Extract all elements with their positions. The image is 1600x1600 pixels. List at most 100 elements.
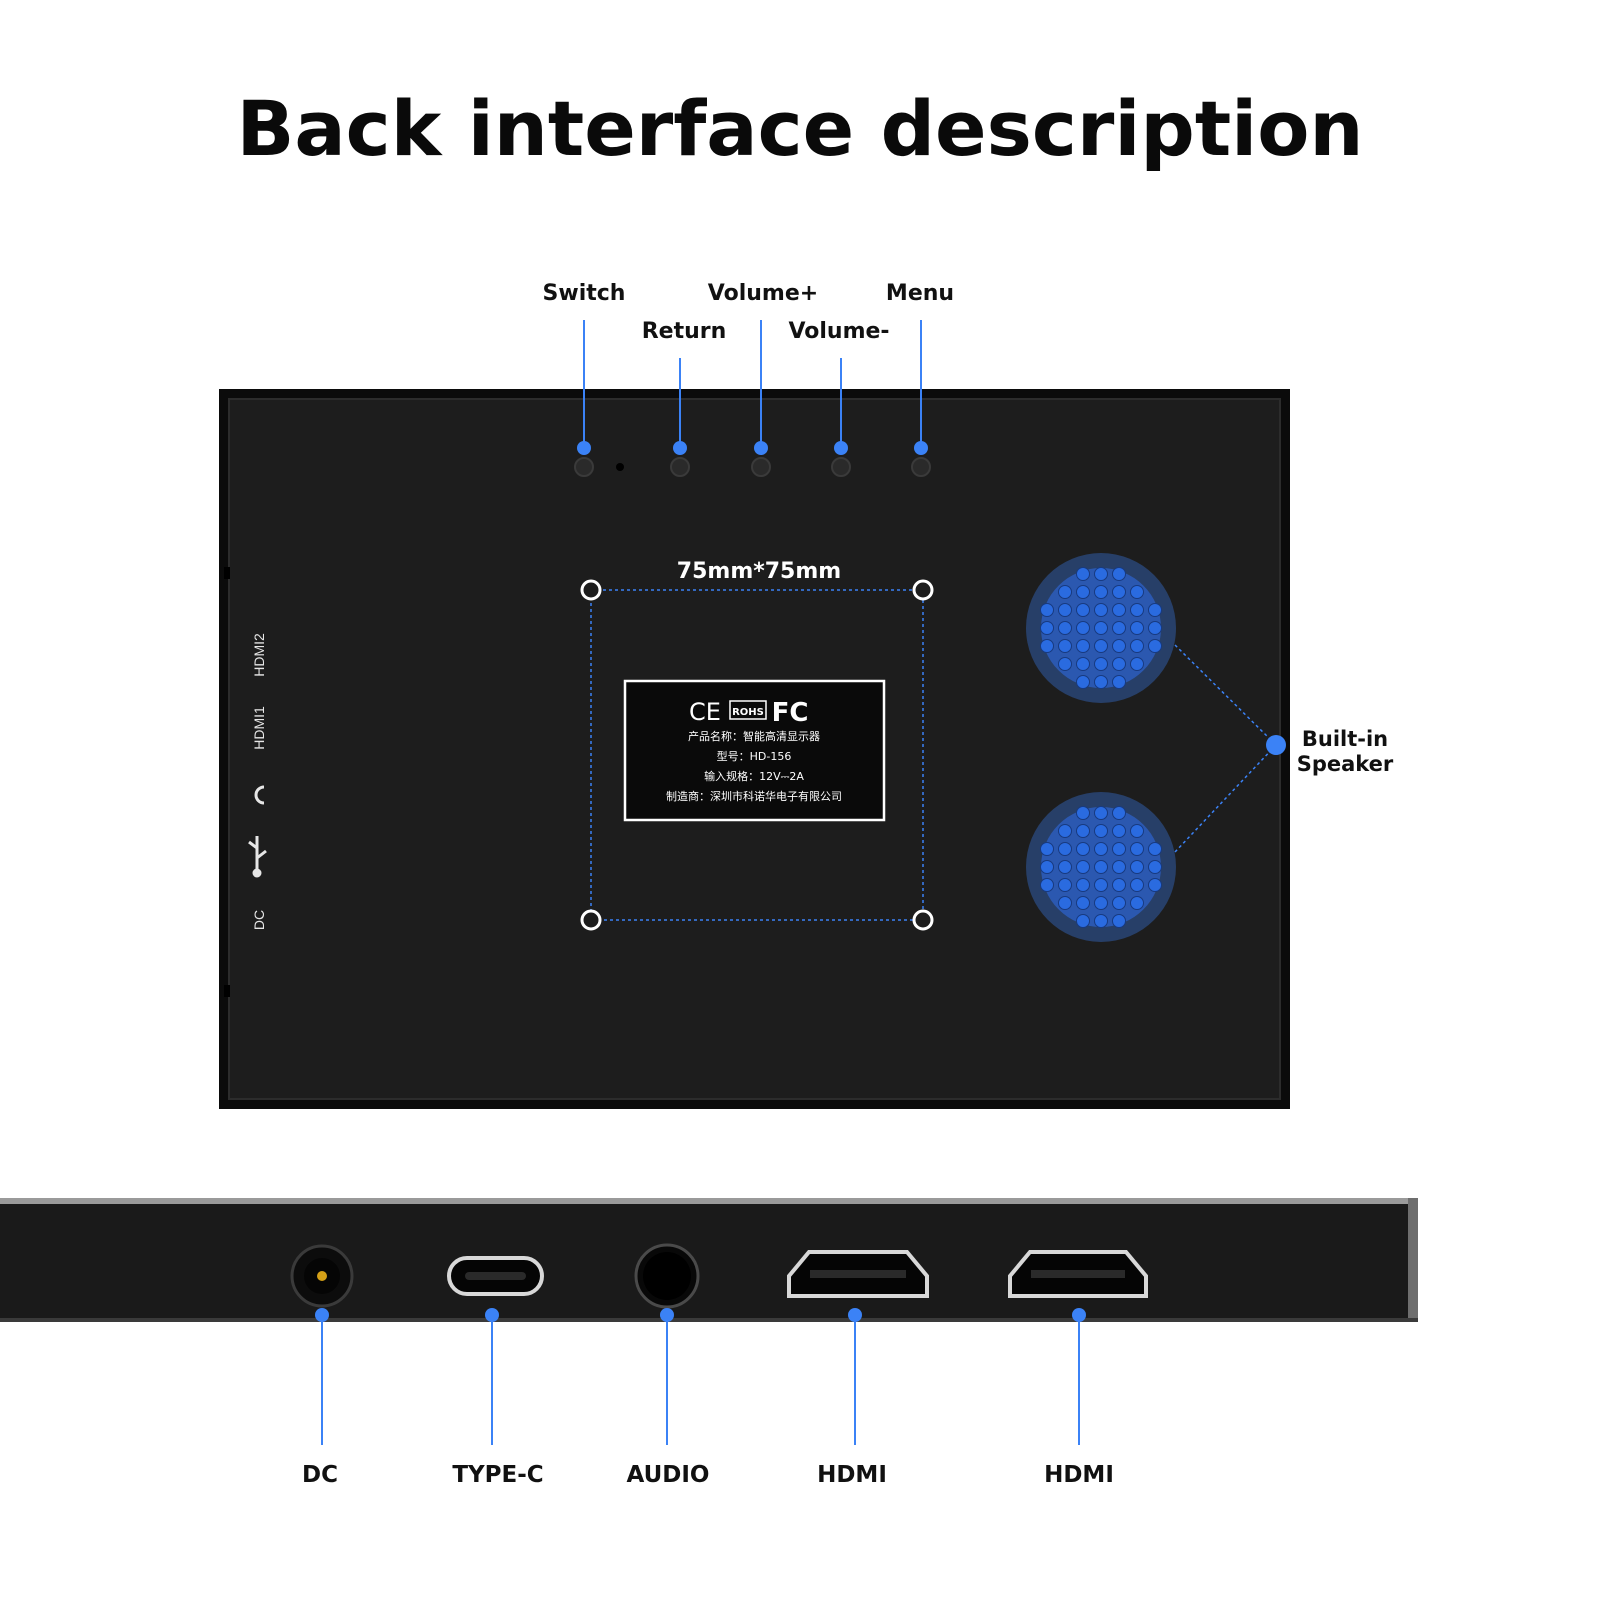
speaker-hole [1076, 824, 1090, 838]
speaker-hole [1130, 621, 1144, 635]
speaker-hole [1076, 806, 1090, 820]
speaker-hole [1148, 842, 1162, 856]
speaker-hole [1112, 806, 1126, 820]
speaker-hole [1076, 914, 1090, 928]
speaker-hole [1112, 621, 1126, 635]
dc-side-label: DC [251, 910, 267, 930]
plate-line: 产品名称：智能高清显示器 [688, 729, 820, 743]
speaker-hole [1130, 639, 1144, 653]
side-ports [290, 1243, 1148, 1309]
speaker-hole [1094, 824, 1108, 838]
speaker-hole [1112, 657, 1126, 671]
speaker-hole [1076, 657, 1090, 671]
return-button-knob[interactable] [670, 457, 690, 477]
speaker-hole [1076, 878, 1090, 892]
speaker-hole [1058, 842, 1072, 856]
hdmi-port-a[interactable] [787, 1250, 929, 1298]
usb-side-icon [248, 836, 267, 878]
vesa-hole [912, 909, 934, 931]
speaker-hole [1058, 657, 1072, 671]
speaker-hole [1094, 585, 1108, 599]
speaker-hole [1094, 842, 1108, 856]
switch-button-knob[interactable] [574, 457, 594, 477]
speaker-hole [1058, 585, 1072, 599]
indicator-led [616, 463, 624, 471]
ce-mark: CE [689, 698, 721, 726]
speaker-hole [1040, 603, 1054, 617]
speaker-hole [1130, 603, 1144, 617]
speaker-hole [1040, 842, 1054, 856]
speaker-hole [1076, 585, 1090, 599]
dc-port-label: DC [302, 1462, 338, 1488]
dc-port[interactable] [290, 1244, 354, 1308]
hdmi2-side-label: HDMI2 [251, 633, 267, 677]
speaker-hole [1094, 639, 1108, 653]
speaker-hole [1148, 878, 1162, 892]
speaker-hole [1094, 860, 1108, 874]
speaker-hole [1130, 878, 1144, 892]
speaker-hole [1148, 860, 1162, 874]
hdmi1-side-label: HDMI1 [251, 706, 267, 750]
speaker-hole [1094, 657, 1108, 671]
speaker-hole [1076, 675, 1090, 689]
speaker-bottom [1026, 792, 1176, 942]
speaker-hole [1058, 603, 1072, 617]
speaker-hole [1094, 675, 1108, 689]
menu-label: Menu [886, 281, 954, 306]
speaker-hole [1112, 896, 1126, 910]
vesa-mount: 75mm*75mm [580, 559, 934, 931]
speaker-hole [1058, 878, 1072, 892]
speaker-hole [1058, 824, 1072, 838]
speaker-top [1026, 553, 1176, 703]
speaker-hole [1130, 824, 1144, 838]
speaker-hole [1112, 639, 1126, 653]
plate-line: 制造商：深圳市科诺华电子有限公司 [666, 789, 842, 803]
side-port-labels: HDMI2 HDMI1 DC [248, 633, 267, 930]
speaker-hole [1148, 603, 1162, 617]
switch-label: Switch [543, 281, 626, 306]
type-c-port[interactable] [447, 1256, 544, 1296]
hdmi-port-b[interactable] [1008, 1250, 1148, 1298]
speaker-hole [1040, 860, 1054, 874]
panel-buttons [574, 457, 931, 477]
speaker-hole [1058, 896, 1072, 910]
speaker-hole [1076, 567, 1090, 581]
vesa-hole [580, 579, 602, 601]
vesa-hole [580, 909, 602, 931]
speaker-label-line2: Speaker [1297, 752, 1394, 776]
monitor-side-edge [0, 1198, 1418, 1322]
volume-minus-button-knob[interactable] [831, 457, 851, 477]
plate-line: 输入规格：12V⎓2A [704, 769, 804, 783]
speaker-callout: Built-in Speaker [1174, 644, 1394, 853]
menu-button-knob[interactable] [911, 457, 931, 477]
speaker-hole [1130, 842, 1144, 856]
audio-side-icon [254, 785, 265, 805]
speaker-hole [1076, 639, 1090, 653]
speaker-hole [1040, 621, 1054, 635]
fc-mark: FC [772, 698, 809, 728]
speaker-hole [1130, 585, 1144, 599]
volume-minus-label: Volume- [788, 319, 889, 344]
page-title: Back interface description [236, 84, 1363, 173]
speaker-hole [1112, 914, 1126, 928]
speaker-hole [1112, 585, 1126, 599]
speaker-hole [1130, 896, 1144, 910]
volume-plus-button-knob[interactable] [751, 457, 771, 477]
speaker-hole [1112, 567, 1126, 581]
speaker-hole [1112, 603, 1126, 617]
speaker-hole [1112, 675, 1126, 689]
speaker-hole [1094, 878, 1108, 892]
speaker-hole [1130, 860, 1144, 874]
rohs-mark: ROHS [732, 707, 764, 718]
speaker-hole [1094, 896, 1108, 910]
speaker-hole [1076, 896, 1090, 910]
audio-port[interactable] [634, 1243, 700, 1309]
speaker-hole [1094, 621, 1108, 635]
type-c-port-label: TYPE-C [452, 1462, 543, 1488]
speaker-hole [1112, 878, 1126, 892]
certification-plate: CE ROHS FC 产品名称：智能高清显示器 型号：HD-156 输入规格：1… [623, 679, 886, 822]
hdmi-b-port-label: HDMI [1044, 1462, 1114, 1488]
speaker-hole [1130, 657, 1144, 671]
speaker-hole [1094, 603, 1108, 617]
top-button-callouts: Switch Return Volume+ Volume- Menu [543, 281, 954, 455]
